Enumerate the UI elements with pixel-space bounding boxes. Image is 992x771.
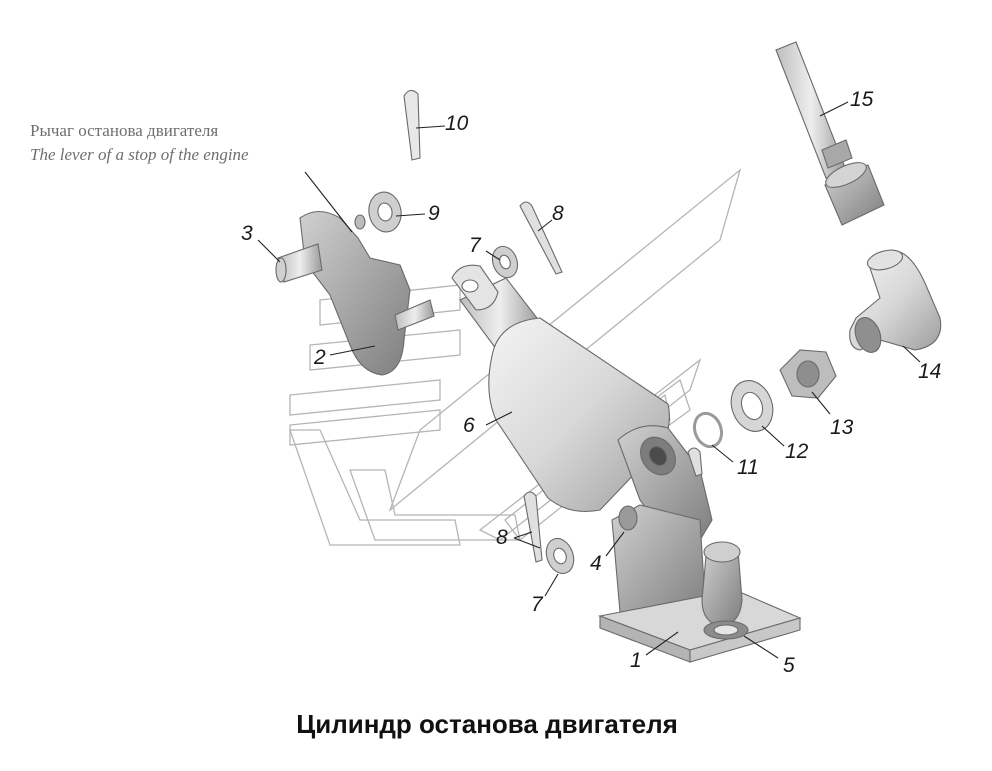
part-15-tube bbox=[775, 41, 885, 226]
callout-14: 14 bbox=[918, 360, 941, 383]
callout-11: 11 bbox=[737, 456, 759, 479]
callout-12: 12 bbox=[785, 440, 809, 463]
callout-5: 5 bbox=[783, 654, 795, 677]
part-11-ring bbox=[692, 411, 724, 449]
callout-1: 1 bbox=[630, 649, 642, 672]
callout-6: 6 bbox=[463, 414, 475, 437]
part-9-washer bbox=[354, 191, 402, 233]
part-8-pin-upper bbox=[519, 201, 563, 275]
lever-caption-en: The lever of a stop of the engine bbox=[30, 145, 249, 164]
part-6-cylinder bbox=[451, 264, 713, 541]
callout-13: 13 bbox=[830, 416, 854, 439]
part-8-pin-lower bbox=[523, 447, 703, 563]
part-12-washer bbox=[730, 380, 774, 432]
part-10-pin bbox=[403, 89, 421, 161]
callout-7-lower: 7 bbox=[531, 593, 544, 616]
part-5-valve bbox=[701, 541, 749, 640]
watermark-logo bbox=[289, 168, 742, 546]
part-2-3-lever bbox=[275, 210, 435, 376]
callout-8-upper: 8 bbox=[552, 202, 564, 225]
callout-7-upper: 7 bbox=[469, 234, 482, 257]
callout-2: 2 bbox=[313, 346, 326, 369]
lever-caption-ru: Рычаг останова двигателя bbox=[30, 121, 218, 140]
callout-3: 3 bbox=[241, 222, 253, 245]
part-7-washer-upper bbox=[491, 245, 519, 279]
leader-lines bbox=[257, 101, 921, 659]
part-1-4-bracket bbox=[597, 504, 802, 663]
diagram-title: Цилиндр останова двигателя bbox=[296, 709, 678, 739]
callout-9: 9 bbox=[428, 202, 440, 225]
callout-8-lower: 8 bbox=[496, 526, 508, 549]
callout-15: 15 bbox=[850, 88, 874, 111]
callout-4: 4 bbox=[590, 552, 602, 575]
callout-10: 10 bbox=[445, 112, 469, 135]
part-7-washer-lower bbox=[545, 537, 575, 575]
part-14-elbow-fitting bbox=[849, 249, 942, 353]
part-13-nut bbox=[779, 349, 837, 399]
